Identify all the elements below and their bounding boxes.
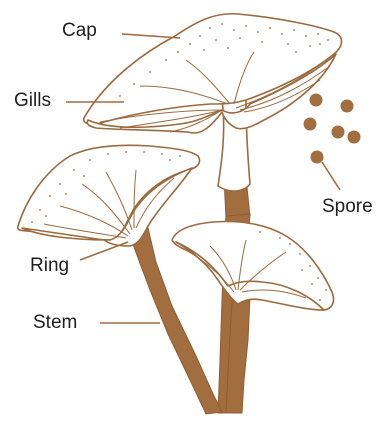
spore-dot — [348, 131, 361, 144]
spores — [304, 94, 361, 164]
leader-line-ring — [80, 242, 128, 260]
cap-right — [172, 222, 334, 310]
label-cap: Cap — [62, 20, 97, 42]
spore-dot — [304, 118, 317, 131]
leader-line-cap — [122, 34, 180, 38]
label-stem: Stem — [33, 312, 77, 334]
cap-left — [18, 145, 200, 246]
label-ring: Ring — [30, 255, 69, 277]
leader-line-spore — [322, 162, 340, 190]
spore-dot — [341, 100, 354, 113]
spore-dot — [332, 126, 345, 139]
spore-dot — [310, 94, 323, 107]
label-spore: Spore — [322, 196, 373, 218]
spore-dot — [311, 151, 324, 164]
label-gills: Gills — [14, 90, 51, 112]
cap-large-top — [84, 14, 342, 124]
